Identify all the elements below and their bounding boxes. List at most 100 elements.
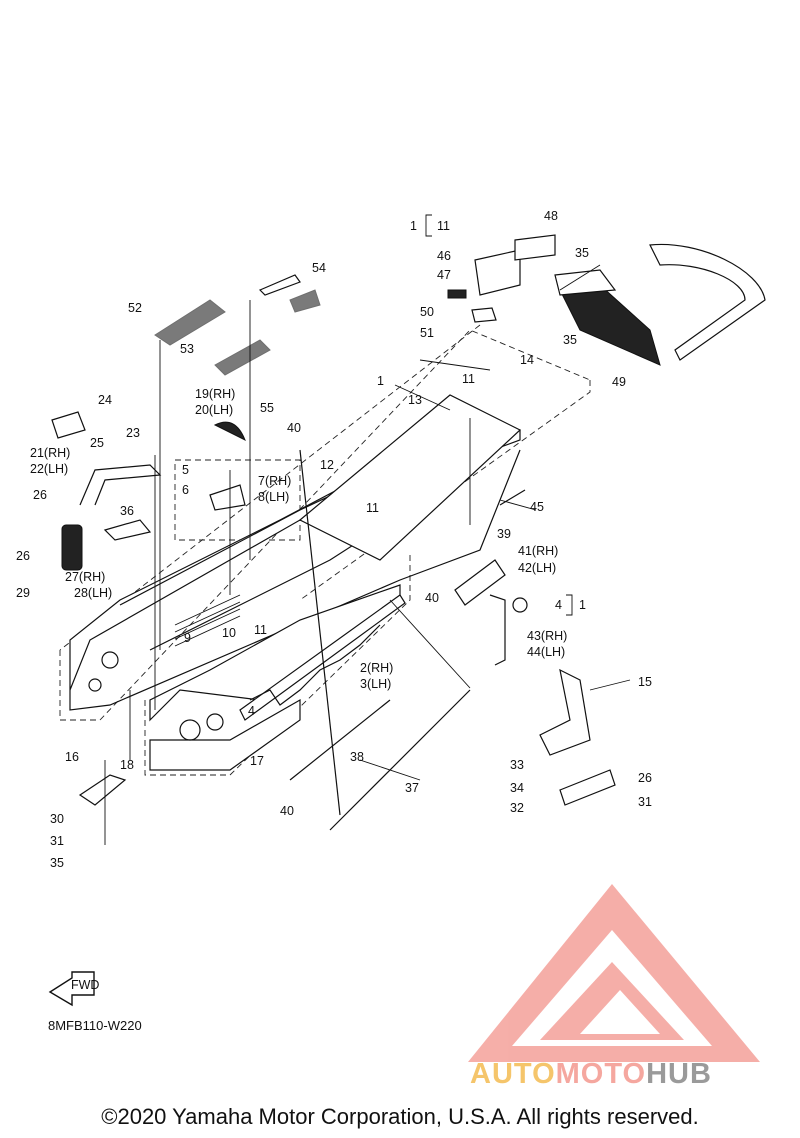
rail-21-22 <box>79 464 162 506</box>
callout-31a: 31 <box>638 795 652 809</box>
callout-11c: 11 <box>254 623 267 637</box>
diagram-code: 8MFB110-W220 <box>48 1018 142 1033</box>
vent-27-28 <box>61 524 83 571</box>
svg-text:11: 11 <box>437 219 450 233</box>
callout-32: 32 <box>510 801 524 815</box>
callout-17: 17 <box>250 754 264 768</box>
assembly-dashed-outlines <box>59 324 591 776</box>
callout-9: 9 <box>184 631 191 645</box>
callout-12: 12 <box>320 458 334 472</box>
callout-34: 34 <box>510 781 524 795</box>
svg-text:1: 1 <box>410 219 417 233</box>
callout-40a: 40 <box>287 421 301 435</box>
watermark-part2: MOTO <box>555 1058 647 1090</box>
pad-52 <box>154 299 226 346</box>
watermark-text: AUTOMOTOHUB <box>470 1058 712 1091</box>
callout-38: 38 <box>350 750 364 764</box>
callout-25: 25 <box>90 436 104 450</box>
callout-15: 15 <box>638 675 652 689</box>
callout-54: 54 <box>312 261 326 275</box>
callout-14: 14 <box>520 353 534 367</box>
callout-44: 44(LH) <box>527 645 565 659</box>
callout-6: 6 <box>182 483 189 497</box>
pad-30 <box>78 774 127 806</box>
callout-18: 18 <box>120 758 134 772</box>
rear-bumper <box>554 243 766 366</box>
bracket-7-8 <box>209 484 246 511</box>
part-36 <box>103 519 152 541</box>
callout-29: 29 <box>16 586 30 600</box>
watermark-part1: AUTO <box>470 1058 556 1090</box>
callout-33: 33 <box>510 758 524 772</box>
callout-40b: 40 <box>425 591 439 605</box>
svg-text:4: 4 <box>555 598 562 612</box>
callout-27: 27(RH) <box>65 570 105 584</box>
callout-43: 43(RH) <box>527 629 567 643</box>
pad-54 <box>289 289 321 313</box>
callout-23: 23 <box>126 426 140 440</box>
callout-11b: 11 <box>366 501 379 515</box>
callout-45: 45 <box>530 500 544 514</box>
fwd-arrow: FWD <box>48 971 99 1007</box>
pad-53 <box>214 339 271 376</box>
callout-26b: 26 <box>16 549 30 563</box>
callout-4: 4 <box>248 704 255 718</box>
part-50 <box>447 289 467 299</box>
footpad-32 <box>559 769 616 806</box>
fwd-label: FWD <box>71 978 99 992</box>
callout-51: 51 <box>420 326 434 340</box>
callout-13: 13 <box>408 393 422 407</box>
callout-26c: 26 <box>638 771 652 785</box>
callout-53: 53 <box>180 342 194 356</box>
callout-7: 7(RH) <box>258 474 291 488</box>
callout-31b: 31 <box>50 834 64 848</box>
callout-49: 49 <box>612 375 626 389</box>
callout-47: 47 <box>437 268 451 282</box>
callout-55: 55 <box>260 401 274 415</box>
part-4-ring <box>512 597 528 613</box>
callout-52: 52 <box>128 301 142 315</box>
callout-21: 21(RH) <box>30 446 70 460</box>
callout-46: 46 <box>437 249 451 263</box>
callout-48: 48 <box>544 209 558 223</box>
callout-39: 39 <box>497 527 511 541</box>
callout-35: 35 <box>575 246 589 260</box>
callout-37: 37 <box>405 781 419 795</box>
callout-1: 1 <box>377 374 384 388</box>
watermark-part3: HUB <box>646 1058 712 1090</box>
callout-8: 8(LH) <box>258 490 289 504</box>
callout-40c: 40 <box>280 804 294 818</box>
callout-41: 41(RH) <box>518 544 558 558</box>
leader-lines <box>104 264 631 845</box>
bracket-symbols: 1 11 4 1 <box>410 214 586 616</box>
cap-19-20 <box>213 421 246 442</box>
bar-38 <box>289 699 391 781</box>
callout-26a: 26 <box>33 488 47 502</box>
callout-10: 10 <box>222 626 236 640</box>
rail-43-44 <box>489 594 506 666</box>
callout-50: 50 <box>420 305 434 319</box>
tunnel-plate <box>298 394 522 561</box>
part-51 <box>471 307 497 323</box>
callout-labels: 48 35 46 47 54 52 50 51 35 53 14 49 1 11… <box>16 209 652 870</box>
callout-24: 24 <box>98 393 112 407</box>
callout-30: 30 <box>50 812 64 826</box>
callout-28: 28(LH) <box>74 586 112 600</box>
footrest-15 <box>539 668 591 756</box>
copyright-text: ©2020 Yamaha Motor Corporation, U.S.A. A… <box>101 1104 699 1129</box>
bracket-46-48 <box>474 234 556 296</box>
callout-35b: 35 <box>563 333 577 347</box>
svg-text:1: 1 <box>579 598 586 612</box>
bar-37 <box>329 689 471 831</box>
part-45 <box>499 489 526 506</box>
panel-41-42 <box>454 559 506 606</box>
callout-2: 2(RH) <box>360 661 393 675</box>
callout-16: 16 <box>65 750 79 764</box>
callout-19: 19(RH) <box>195 387 235 401</box>
callout-5: 5 <box>182 463 189 477</box>
callout-22: 22(LH) <box>30 462 68 476</box>
callout-3: 3(LH) <box>360 677 391 691</box>
part-24 <box>51 411 86 439</box>
callout-11a: 11 <box>462 372 475 386</box>
